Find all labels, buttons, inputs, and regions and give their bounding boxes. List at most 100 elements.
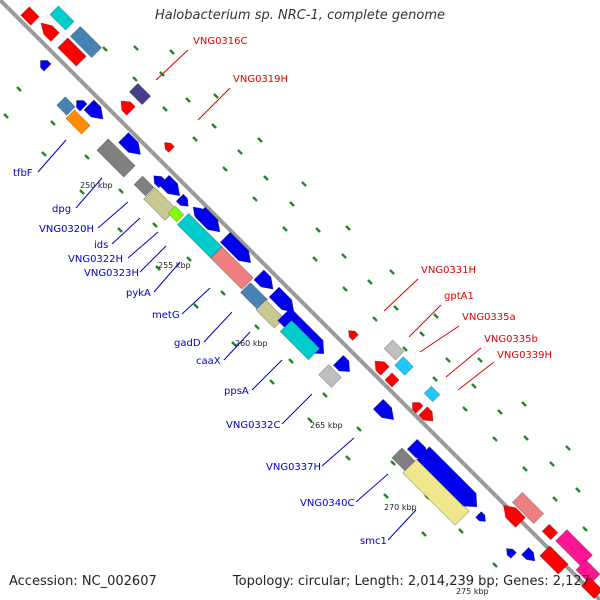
- callout-line: [383, 278, 419, 312]
- gc-mark: [192, 136, 198, 142]
- gene-label: ppsA: [224, 386, 249, 397]
- gc-mark: [133, 45, 139, 51]
- gene-feature: [580, 576, 600, 600]
- gc-mark: [193, 303, 199, 309]
- gene-feature: [56, 96, 76, 116]
- gc-mark: [367, 279, 373, 285]
- gene-feature: [255, 299, 285, 329]
- gc-mark: [552, 496, 558, 502]
- gene-feature: [423, 385, 441, 403]
- callout-line: [355, 473, 389, 503]
- callout-line: [203, 311, 233, 343]
- gc-mark: [79, 189, 85, 195]
- gene-feature: [65, 109, 91, 135]
- callout-line: [127, 231, 159, 259]
- gc-mark: [169, 49, 175, 55]
- gene-label: VNG0332C: [226, 420, 281, 431]
- gene-feature: [76, 100, 88, 112]
- gene-feature: [70, 26, 102, 58]
- gene-feature: [167, 205, 185, 223]
- gene-feature: [20, 6, 40, 26]
- gc-mark: [222, 166, 228, 172]
- gene-feature: [372, 398, 395, 421]
- gc-mark: [211, 123, 217, 129]
- gc-mark: [433, 313, 439, 319]
- position-tick-label: 250 kbp: [80, 181, 113, 190]
- gc-mark: [307, 417, 313, 423]
- gene-feature: [40, 60, 52, 72]
- gc-mark: [582, 526, 588, 532]
- accession-text: Accession: NC_002607: [9, 574, 157, 589]
- gc-mark: [345, 225, 351, 231]
- gc-mark: [458, 528, 464, 534]
- gene-feature: [541, 523, 559, 541]
- gene-label: dpg: [52, 204, 71, 215]
- callout-line: [181, 287, 211, 315]
- callout-line: [419, 325, 460, 353]
- callout-line: [139, 245, 167, 273]
- gene-feature: [348, 330, 359, 341]
- gc-mark: [185, 97, 191, 103]
- gc-mark: [383, 493, 389, 499]
- gc-mark: [282, 226, 288, 232]
- gene-feature: [332, 354, 350, 372]
- gene-features: [20, 5, 600, 600]
- gc-mark: [345, 455, 351, 461]
- gene-feature: [49, 5, 75, 31]
- callout-line: [387, 509, 417, 541]
- gc-mark: [523, 435, 529, 441]
- gene-label: VNG0319H: [233, 74, 288, 85]
- gene-feature: [219, 231, 252, 264]
- gene-feature: [253, 269, 274, 290]
- gc-mark: [521, 401, 527, 407]
- gc-mark: [289, 201, 295, 207]
- gc-mark: [445, 357, 451, 363]
- gc-mark: [186, 256, 192, 262]
- gc-mark: [341, 253, 347, 259]
- gene-label: VNG0331H: [421, 265, 476, 276]
- gc-mark: [252, 196, 258, 202]
- gene-label: tfbF: [13, 168, 33, 179]
- gene-feature: [83, 99, 104, 120]
- callout-line: [197, 87, 231, 121]
- gene-feature: [40, 22, 60, 42]
- gc-mark: [50, 120, 56, 126]
- gc-mark: [393, 305, 399, 311]
- gene-feature: [120, 100, 136, 116]
- gc-mark: [492, 436, 498, 442]
- gene-feature: [318, 364, 342, 388]
- gc-mark: [462, 406, 468, 412]
- gene-feature: [153, 175, 167, 189]
- gene-feature: [164, 142, 175, 153]
- gene-label: gadD: [174, 338, 201, 349]
- gc-mark: [390, 460, 396, 466]
- gc-mark: [16, 86, 22, 92]
- gc-mark: [402, 346, 408, 352]
- gc-mark: [132, 76, 138, 82]
- gc-mark: [301, 181, 307, 187]
- gene-feature: [383, 339, 405, 361]
- gc-mark: [522, 466, 528, 472]
- callout-line: [75, 177, 103, 209]
- gene-label: VNG0335b: [484, 334, 538, 345]
- position-tick-label: 265 kbp: [310, 421, 343, 430]
- callout-line: [281, 393, 313, 425]
- gc-mark: [117, 227, 123, 233]
- gc-mark: [84, 154, 90, 160]
- gene-feature: [412, 402, 424, 414]
- gc-mark: [372, 316, 378, 322]
- callout-line: [445, 347, 482, 378]
- gene-feature: [158, 174, 181, 197]
- gene-feature: [133, 175, 155, 197]
- gene-feature: [384, 372, 400, 388]
- gc-mark: [41, 151, 47, 157]
- gc-mark: [263, 175, 269, 181]
- position-tick-label: 255 kbp: [158, 261, 191, 270]
- gc-mark: [322, 392, 328, 398]
- callout-line: [37, 139, 67, 173]
- gc-mark: [389, 269, 395, 275]
- genome-summary-text: Topology: circular; Length: 2,014,239 bp…: [232, 574, 590, 589]
- gc-mark: [213, 93, 219, 99]
